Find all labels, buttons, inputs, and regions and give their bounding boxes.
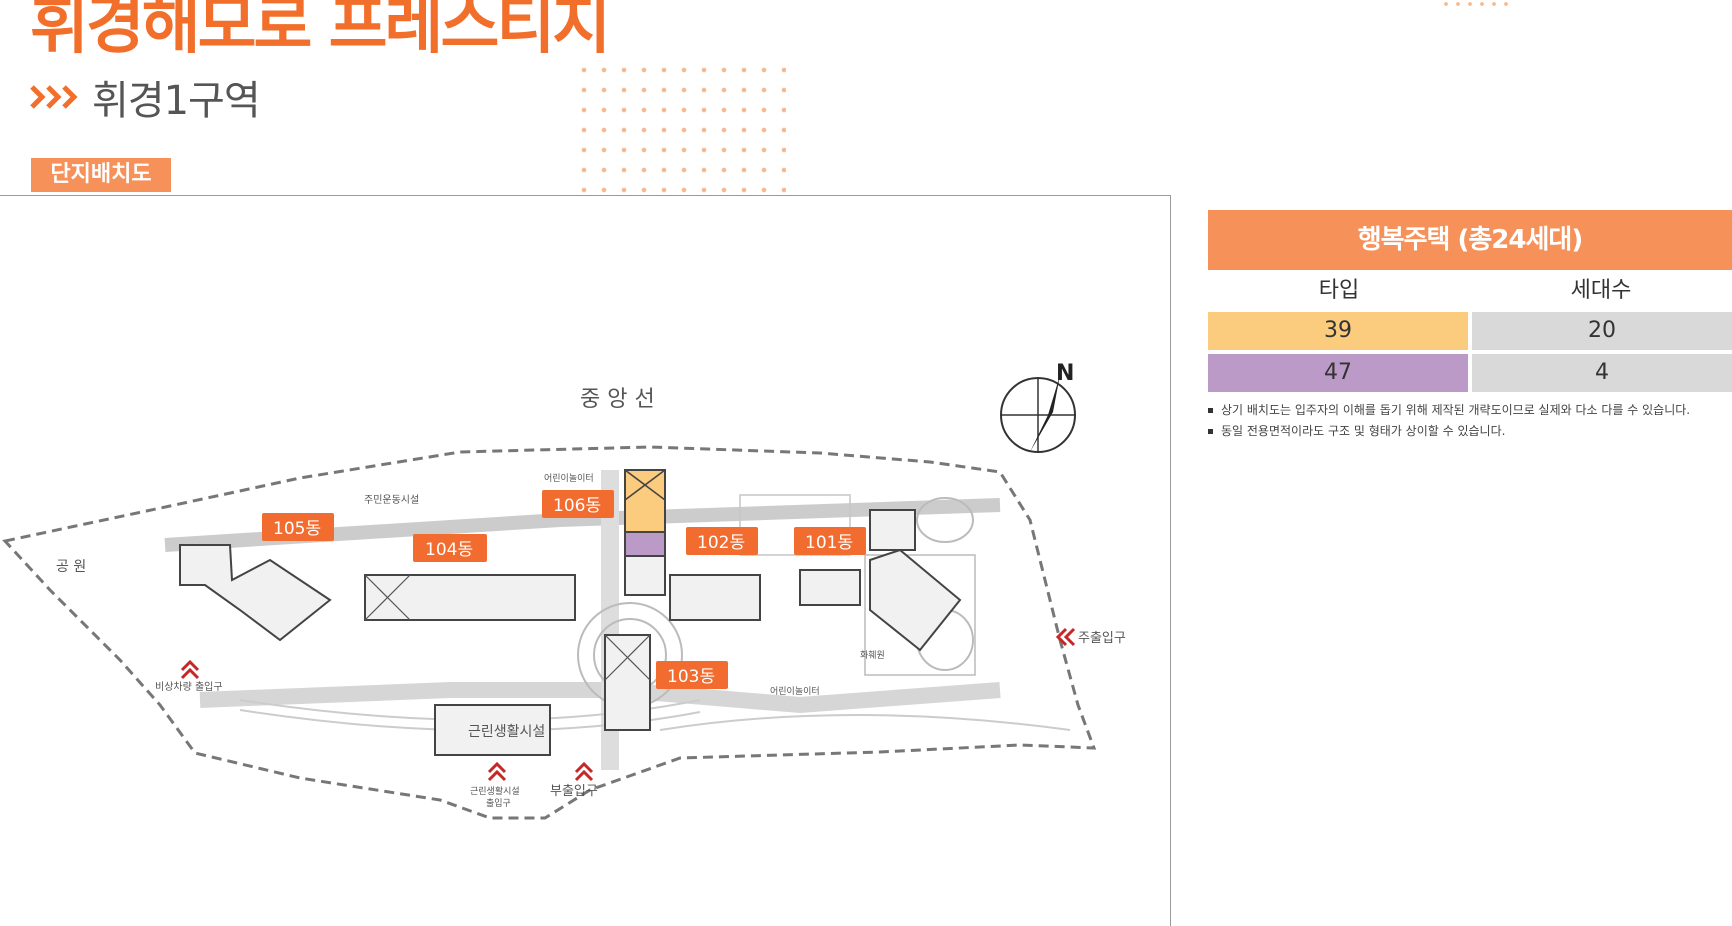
neighborhood-entrance-label-line1: 근린생활시설	[470, 785, 520, 797]
tag-102-label: 102동	[697, 533, 745, 553]
tag-103-label: 103동	[667, 667, 715, 687]
happy-housing-title: 행복주택 (총24세대)	[1208, 210, 1732, 270]
neighborhood-facility	[434, 704, 551, 756]
compass-north-label: N	[1056, 361, 1074, 386]
notes: 상기 배치도는 입주자의 이해를 돕기 위해 제작된 개략도이므로 실제와 다소…	[1208, 400, 1690, 442]
building-106-base	[624, 554, 666, 596]
rail-line-label: 중 앙 선	[580, 387, 655, 412]
tag-103: 103동	[656, 661, 728, 689]
tag-105: 105동	[262, 513, 334, 541]
units-cell: 20	[1472, 312, 1732, 350]
subtitle-label: 휘경1구역	[92, 78, 261, 124]
type-cell: 47	[1208, 354, 1468, 392]
building-105	[179, 544, 332, 642]
table-row: 39 20	[1208, 312, 1732, 350]
type-cell: 39	[1208, 312, 1468, 350]
tag-101-label: 101동	[805, 533, 853, 553]
building-103	[604, 634, 651, 731]
building-101-left	[799, 569, 861, 606]
building-101	[869, 548, 962, 652]
building-101-top	[869, 509, 916, 551]
block-106-type39	[624, 469, 666, 533]
tag-106-label: 106동	[553, 496, 601, 516]
playground-bottom-label: 어린이놀이터	[770, 686, 820, 697]
block-106-type47	[624, 531, 666, 557]
building-102	[669, 574, 761, 621]
note-item: 상기 배치도는 입주자의 이해를 돕기 위해 제작된 개략도이므로 실제와 다소…	[1208, 400, 1690, 421]
column-units: 세대수	[1570, 278, 1632, 303]
tag-104: 104동	[413, 534, 487, 562]
neighborhood-entrance-label-line2: 출입구	[486, 797, 511, 809]
happy-housing-table: 행복주택 (총24세대) 타입 세대수 39 20 47 4	[1208, 210, 1732, 396]
note-text: 동일 전용면적이라도 구조 및 형태가 상이할 수 있습니다.	[1221, 424, 1506, 438]
sub-entrance-label: 부출입구	[550, 784, 598, 799]
compass-icon: N	[1000, 361, 1076, 453]
triple-chevron-icon	[30, 82, 80, 112]
resident-sports-label: 주민운동시설	[364, 494, 419, 506]
note-item: 동일 전용면적이라도 구조 및 형태가 상이할 수 있습니다.	[1208, 421, 1690, 442]
emergency-entrance-icon	[180, 659, 200, 680]
tag-101: 101동	[794, 527, 866, 555]
bullet-square-icon	[1208, 429, 1213, 434]
tag-106: 106동	[542, 490, 614, 518]
tag-102: 102동	[686, 527, 758, 555]
site-plan-frame	[0, 195, 1171, 926]
tag-104-label: 104동	[425, 540, 473, 560]
table-row: 47 4	[1208, 354, 1732, 392]
sub-entrance-icon	[574, 761, 594, 782]
tag-105-label: 105동	[273, 519, 321, 539]
main-entrance-icon	[1055, 627, 1076, 647]
neighborhood-facility-label: 근린생활시설	[468, 724, 545, 740]
units-cell: 4	[1472, 354, 1732, 392]
dot-pattern-decoration	[574, 60, 786, 195]
playground-top-label: 어린이놀이터	[544, 473, 594, 484]
section-tab: 단지배치도	[31, 158, 171, 192]
site-plan-map: N 중 앙 선 공 원 주민운동시설 어린이놀이터 어린이놀이터 화훼원 근린생…	[2, 361, 1126, 820]
column-type: 타입	[1318, 278, 1360, 303]
dot-pattern-decoration-top	[1440, 0, 1512, 8]
table-header-row: 타입 세대수	[1208, 270, 1732, 312]
neighborhood-entrance-icon	[487, 761, 507, 782]
flower-bed-label: 화훼원	[860, 650, 885, 661]
bullet-square-icon	[1208, 408, 1213, 413]
note-text: 상기 배치도는 입주자의 이해를 돕기 위해 제작된 개략도이므로 실제와 다소…	[1221, 403, 1691, 417]
building-104	[364, 574, 576, 621]
page-title: 휘경해모로 프레스티지	[30, 0, 611, 63]
emergency-entrance-label: 비상차량 출입구	[155, 680, 223, 693]
main-entrance-label: 주출입구	[1078, 631, 1126, 646]
subtitle: 휘경1구역	[30, 68, 261, 126]
park-label: 공 원	[56, 559, 86, 575]
